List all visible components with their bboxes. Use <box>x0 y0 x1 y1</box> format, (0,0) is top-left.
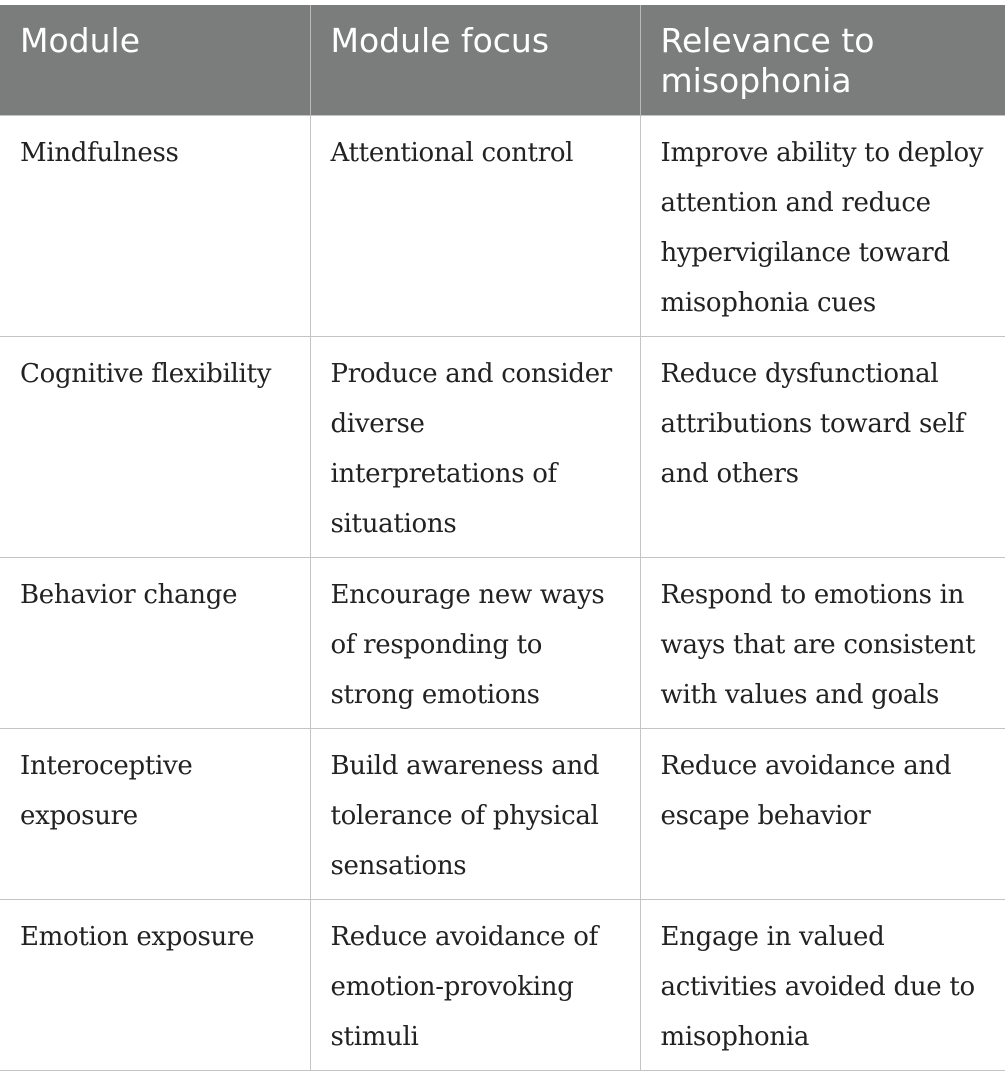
table-row: Mindfulness Attentional control Improve … <box>0 115 1005 337</box>
modules-table: Module Module focus Relevance to misopho… <box>0 5 1005 1071</box>
cell-relevance: Reduce dysfunctional attributions toward… <box>639 336 1005 558</box>
header-relevance: Relevance to misophonia <box>639 5 1005 116</box>
table-row: Behavior change Encourage new ways of re… <box>0 557 1005 729</box>
header-row: Module Module focus Relevance to misopho… <box>0 5 1005 116</box>
table-header: Module Module focus Relevance to misopho… <box>0 5 1005 116</box>
cell-focus: Build awareness and tolerance of physica… <box>309 728 641 900</box>
cell-module: Emotion exposure <box>0 899 311 1071</box>
cell-module: Interoceptive exposure <box>0 728 311 900</box>
cell-focus: Produce and consider diverse interpretat… <box>309 336 641 558</box>
table-row: Emotion exposure Reduce avoidance of emo… <box>0 899 1005 1071</box>
cell-focus: Encourage new ways of responding to stro… <box>309 557 641 729</box>
table-body: Mindfulness Attentional control Improve … <box>0 115 1005 1071</box>
cell-focus: Attentional control <box>309 115 641 337</box>
cell-focus: Reduce avoidance of emotion-provoking st… <box>309 899 641 1071</box>
header-module: Module <box>0 5 311 116</box>
header-module-focus: Module focus <box>309 5 641 116</box>
cell-relevance: Respond to emotions in ways that are con… <box>639 557 1005 729</box>
cell-module: Cognitive flexibility <box>0 336 311 558</box>
cell-relevance: Improve ability to deploy attention and … <box>639 115 1005 337</box>
cell-module: Mindfulness <box>0 115 311 337</box>
cell-module: Behavior change <box>0 557 311 729</box>
table-row: Cognitive flexibility Produce and consid… <box>0 336 1005 558</box>
cell-relevance: Reduce avoidance and escape behavior <box>639 728 1005 900</box>
table-row: Interoceptive exposure Build awareness a… <box>0 728 1005 900</box>
cell-relevance: Engage in valued activities avoided due … <box>639 899 1005 1071</box>
